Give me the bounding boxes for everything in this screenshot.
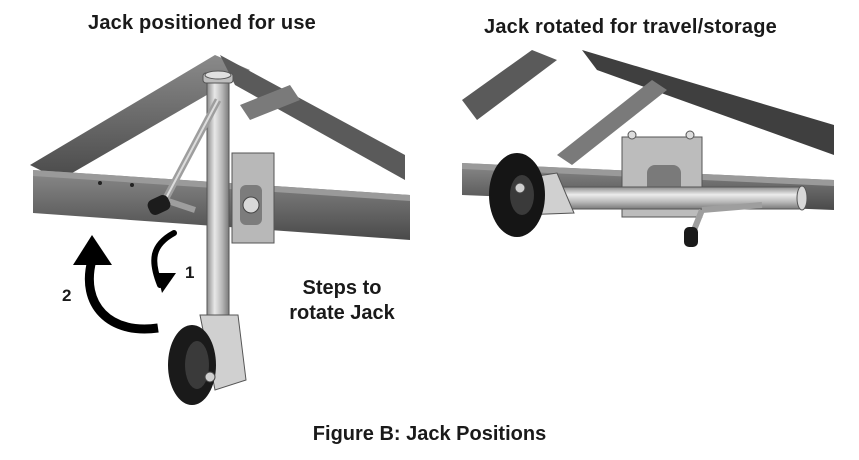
step-2-label: 2 — [62, 286, 72, 305]
right-photo-title: Jack rotated for travel/storage — [484, 16, 777, 38]
figure-caption: Figure B: Jack Positions — [312, 423, 547, 445]
steps-line-1: Steps to — [302, 277, 382, 299]
jack-in-use-photo — [30, 55, 410, 405]
jack-stowed-photo — [462, 50, 834, 247]
left-photo-title: Jack positioned for use — [88, 12, 316, 34]
steps-line-2: rotate Jack — [289, 302, 395, 324]
steps-to-rotate-label: Steps to rotate Jack — [272, 276, 412, 326]
step-1-label: 1 — [185, 263, 195, 282]
